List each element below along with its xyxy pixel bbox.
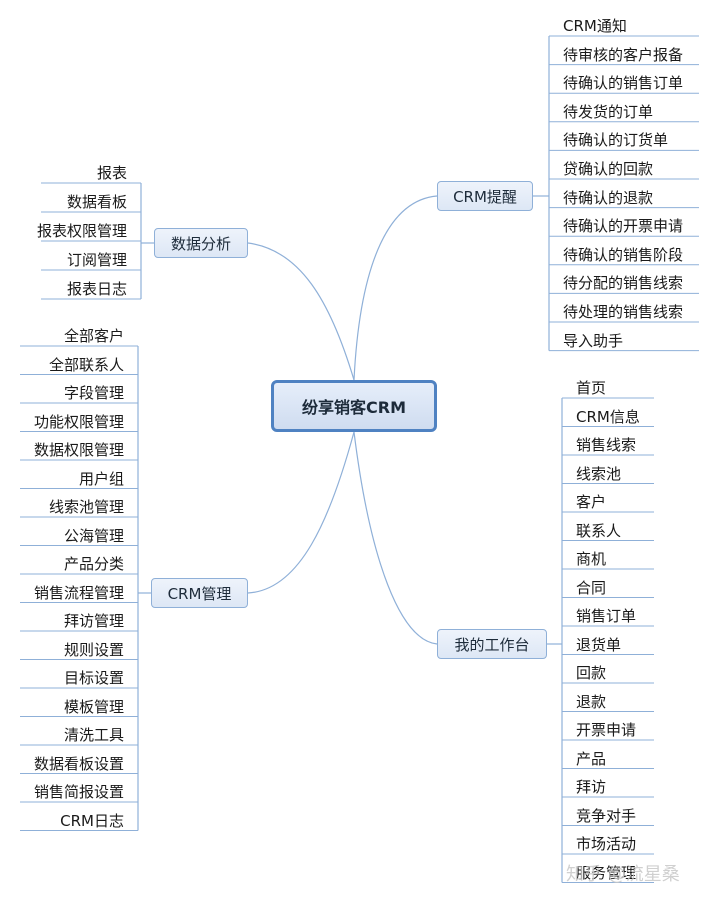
management-item[interactable]: 功能权限管理 [33, 412, 124, 431]
workbench-item[interactable]: 开票申请 [576, 721, 637, 739]
workbench-item[interactable]: CRM信息 [576, 407, 640, 426]
management-item[interactable]: 公海管理 [63, 526, 124, 545]
workbench-item[interactable]: 服务管理 [576, 863, 637, 882]
management-item[interactable]: 模板管理 [63, 697, 124, 716]
central-node[interactable]: 纷享销客CRM [271, 380, 437, 432]
reminder-item[interactable]: 待确认的销售订单 [563, 74, 684, 93]
management-item[interactable]: 产品分类 [63, 555, 124, 573]
management-item[interactable]: 销售简报设置 [33, 783, 124, 801]
branch-data-analysis[interactable]: 数据分析 [154, 228, 248, 258]
connector-line [247, 242, 355, 381]
workbench-item[interactable]: 线索池 [576, 464, 622, 483]
branch-crm-reminders[interactable]: CRM提醒 [437, 181, 533, 211]
analytics-item[interactable]: 报表权限管理 [36, 222, 127, 240]
analytics-item[interactable]: 报表日志 [66, 280, 127, 298]
workbench-item[interactable]: 首页 [576, 379, 607, 397]
connector-line [353, 431, 438, 645]
management-item[interactable]: 拜访管理 [63, 612, 124, 630]
reminder-item[interactable]: 待确认的开票申请 [563, 217, 684, 236]
management-item[interactable]: 字段管理 [63, 384, 124, 402]
management-item[interactable]: 用户组 [78, 469, 124, 488]
reminder-item[interactable]: 待发货的订单 [563, 102, 654, 121]
analytics-item[interactable]: 数据看板 [66, 193, 127, 211]
analytics-item[interactable]: 报表 [96, 164, 127, 182]
management-item[interactable]: 规则设置 [63, 640, 124, 659]
management-item[interactable]: CRM日志 [60, 811, 124, 830]
analytics-item[interactable]: 订阅管理 [66, 251, 127, 269]
workbench-item[interactable]: 销售线索 [576, 436, 637, 454]
workbench-item[interactable]: 市场活动 [576, 835, 637, 853]
workbench-item[interactable]: 拜访 [576, 778, 607, 796]
management-item[interactable]: 线索池管理 [48, 498, 124, 516]
workbench-item[interactable]: 商机 [576, 550, 607, 568]
reminder-item[interactable]: 待确认的退款 [563, 188, 654, 207]
workbench-item[interactable]: 客户 [576, 493, 607, 511]
reminder-item[interactable]: 待确认的订货单 [563, 131, 669, 150]
workbench-item[interactable]: 销售订单 [576, 607, 637, 625]
connector-line [353, 195, 438, 381]
management-item[interactable]: 清洗工具 [63, 726, 124, 744]
reminder-item[interactable]: 贷确认的回款 [563, 160, 654, 178]
workbench-item[interactable]: 产品 [576, 749, 607, 768]
workbench-item[interactable]: 竞争对手 [576, 806, 637, 825]
workbench-item[interactable]: 退款 [576, 692, 607, 711]
reminder-item[interactable]: CRM通知 [563, 17, 627, 35]
management-item[interactable]: 全部客户 [63, 327, 124, 345]
workbench-item[interactable]: 回款 [576, 664, 607, 682]
watermark: 知乎 @流星桑 [566, 864, 680, 885]
management-item[interactable]: 数据看板设置 [33, 754, 124, 773]
branch-crm-management[interactable]: CRM管理 [151, 578, 248, 608]
branch-my-workbench[interactable]: 我的工作台 [437, 629, 547, 659]
reminder-item[interactable]: 待处理的销售线索 [563, 303, 684, 321]
workbench-item[interactable]: 联系人 [576, 521, 622, 540]
management-item[interactable]: 目标设置 [63, 669, 124, 687]
workbench-item[interactable]: 合同 [576, 578, 607, 597]
management-item[interactable]: 全部联系人 [48, 355, 124, 374]
connector-line [247, 431, 355, 594]
reminder-item[interactable]: 导入助手 [563, 331, 624, 350]
management-item[interactable]: 数据权限管理 [33, 441, 124, 459]
reminder-item[interactable]: 待分配的销售线索 [563, 274, 684, 293]
management-item[interactable]: 销售流程管理 [33, 583, 124, 602]
workbench-item[interactable]: 退货单 [576, 635, 622, 654]
reminder-item[interactable]: 待审核的客户报备 [563, 45, 684, 64]
reminder-item[interactable]: 待确认的销售阶段 [563, 245, 684, 264]
